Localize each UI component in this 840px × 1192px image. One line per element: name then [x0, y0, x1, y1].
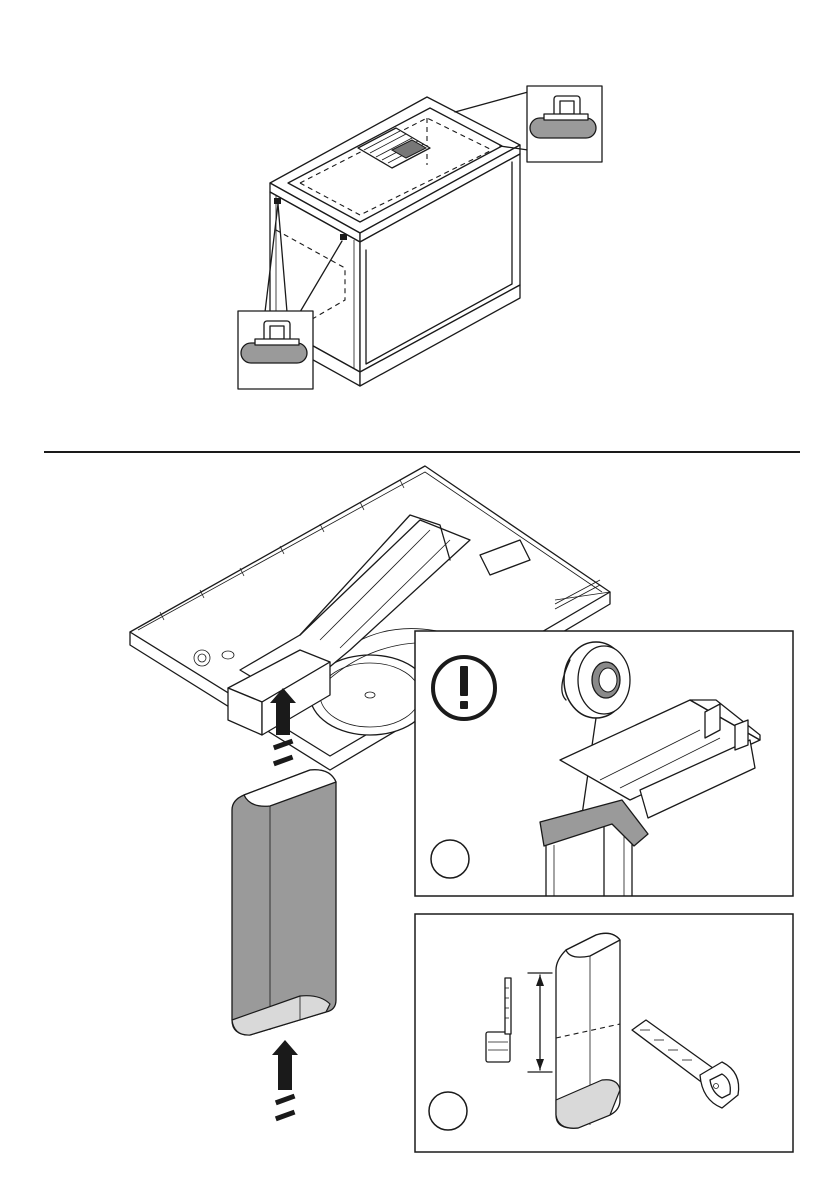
tape-seal-detail: [415, 631, 793, 896]
mounting-clip-icon: [238, 311, 313, 389]
step-circle-b: [429, 1092, 467, 1130]
mounting-clip-icon: [527, 86, 602, 162]
measure-and-cut-detail: [415, 914, 793, 1152]
duct-piece-icon: [232, 770, 336, 1035]
step-circle-a: [431, 840, 469, 878]
warning-icon: [433, 657, 495, 719]
arrow-up-icon: [272, 1040, 298, 1121]
duct-piece-icon: [556, 933, 620, 1128]
